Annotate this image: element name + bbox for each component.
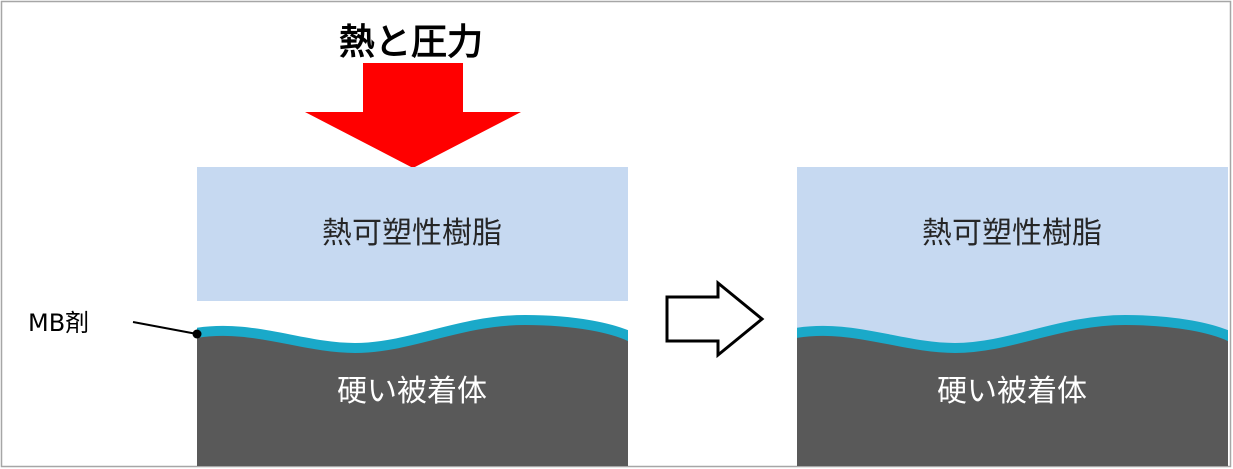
mb-agent-pointer-dot (192, 329, 202, 339)
right-panel: 熱可塑性樹脂 硬い被着体 (797, 167, 1228, 466)
heat-pressure-title: 熱と圧力 (339, 22, 483, 63)
bonded-group (797, 167, 1228, 466)
substrate-body (197, 320, 628, 466)
substrate-body (797, 320, 1228, 466)
mb-agent-label: MB剤 (28, 309, 89, 337)
resin-block (197, 167, 628, 301)
substrate-label: 硬い被着体 (937, 374, 1087, 409)
resin-label: 熱可塑性樹脂 (922, 216, 1102, 251)
mb-agent-layer (197, 314, 628, 354)
resin-label: 熱可塑性樹脂 (322, 216, 502, 251)
left-panel: 熱可塑性樹脂 硬い被着体 MB剤 (28, 167, 628, 466)
arrow-down-icon (305, 63, 521, 168)
substrate-group (197, 314, 628, 466)
substrate-label: 硬い被着体 (337, 374, 487, 409)
mb-agent-layer (797, 314, 1228, 354)
mb-agent-leader-line (132, 321, 198, 335)
arrow-right-outline-icon (665, 279, 765, 359)
